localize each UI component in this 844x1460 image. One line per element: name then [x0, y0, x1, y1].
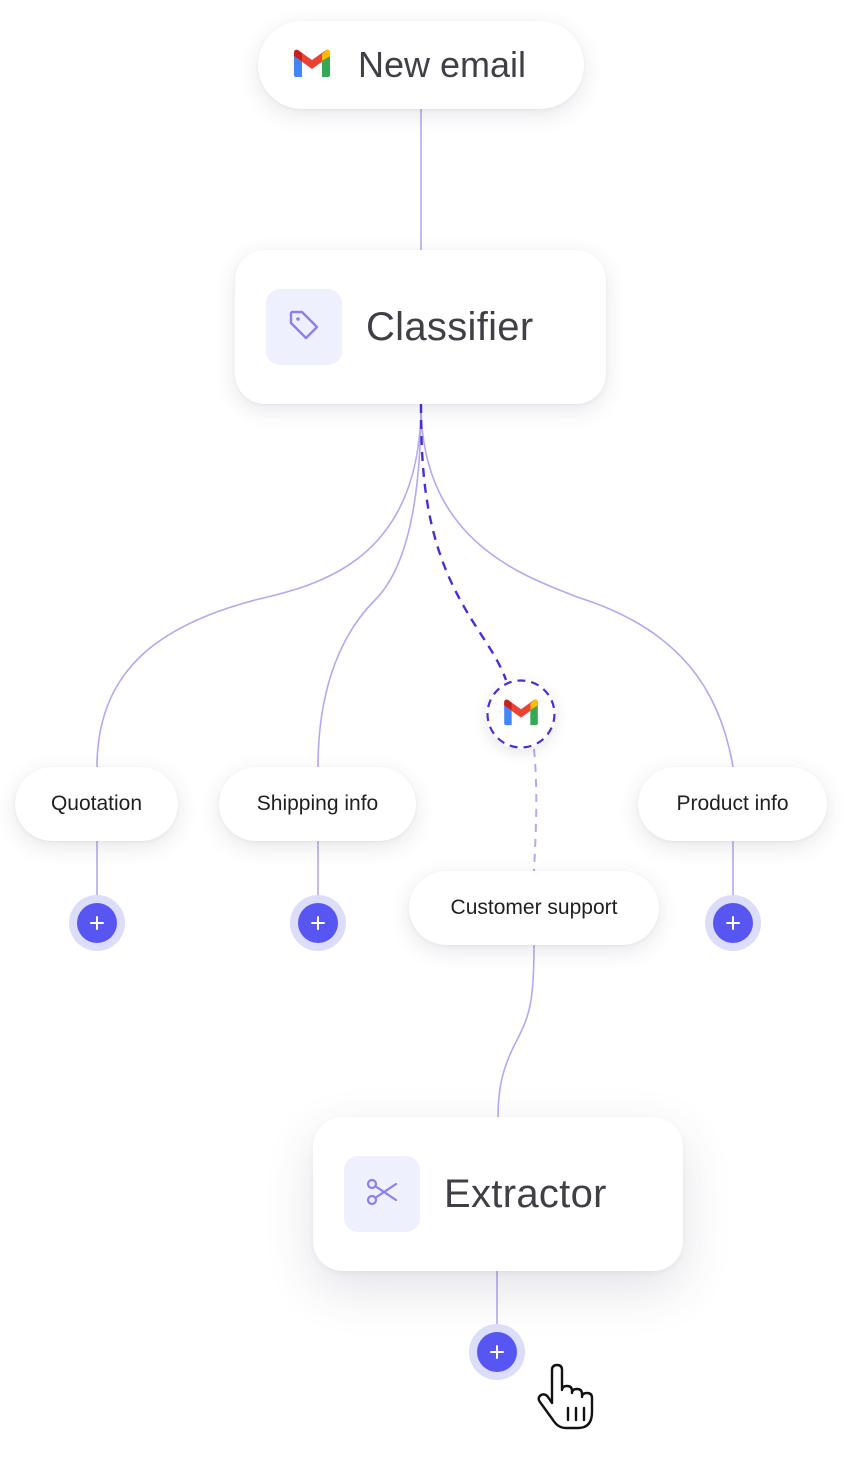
branch-label: Customer support — [450, 896, 618, 919]
extractor-node[interactable]: Extractor — [313, 1117, 683, 1271]
extractor-icon-tile — [344, 1156, 420, 1232]
plus-icon — [726, 916, 740, 930]
classifier-icon-tile — [266, 289, 342, 365]
classifier-label: Classifier — [366, 304, 534, 349]
wire-customer-support-to-extractor — [497, 944, 535, 1118]
active-wire-token-to-customer-support — [533, 748, 538, 872]
active-wire-classifier-to-token — [419, 403, 508, 681]
email-token — [486, 679, 556, 749]
plus-icon — [311, 916, 325, 930]
add-step-button-extractor[interactable] — [469, 1324, 525, 1380]
branch-product-info[interactable]: Product info — [638, 767, 827, 841]
token-dashed-ring — [486, 679, 556, 749]
plus-icon — [90, 916, 104, 930]
branch-label: Shipping info — [256, 792, 379, 815]
trigger-label: New email — [358, 44, 527, 85]
gmail-icon — [502, 698, 540, 731]
wire-classifier-to-product — [420, 403, 734, 768]
extractor-label: Extractor — [444, 1171, 607, 1216]
branch-customer-support[interactable]: Customer support — [409, 871, 659, 945]
wire-classifier-to-shipping — [317, 403, 422, 768]
hand-pointer-cursor-icon — [532, 1362, 602, 1437]
add-step-button-shipping-info[interactable] — [290, 895, 346, 951]
branch-quotation[interactable]: Quotation — [15, 767, 178, 841]
add-step-button-quotation[interactable] — [69, 895, 125, 951]
branch-shipping-info[interactable]: Shipping info — [219, 767, 416, 841]
branch-label: Quotation — [50, 792, 143, 815]
classifier-node[interactable]: Classifier — [235, 250, 606, 404]
branch-label: Product info — [676, 792, 789, 815]
trigger-node-new-email[interactable]: New email — [258, 21, 584, 109]
scissors-icon — [364, 1174, 400, 1215]
add-step-button-product-info[interactable] — [705, 895, 761, 951]
wire-classifier-to-quotation — [96, 403, 422, 768]
tag-icon — [286, 307, 322, 348]
gmail-icon — [292, 48, 332, 83]
plus-icon — [490, 1345, 504, 1359]
